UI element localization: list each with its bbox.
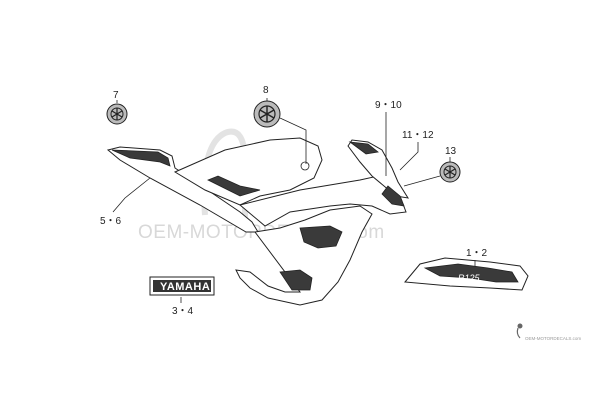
callout-1-2: 1・2 <box>466 248 488 259</box>
seat-cowl <box>106 146 259 233</box>
yamaha-label-decal: YAMAHA <box>149 276 215 296</box>
tank-dark-panel <box>207 175 261 197</box>
fairing-side-decal: R125 <box>404 257 529 291</box>
leader-13 <box>403 175 441 187</box>
windscreen-cowl <box>347 139 410 199</box>
callout-8: 8 <box>263 85 269 96</box>
side-fairing-lower <box>235 205 373 306</box>
tank-emblem-small <box>300 161 310 171</box>
watermark-logo-small <box>516 323 523 339</box>
emblem-7 <box>106 103 128 125</box>
windscreen-tip <box>348 141 379 155</box>
lower-fairing-decal-zone <box>299 225 343 249</box>
callout-13: 13 <box>445 146 457 157</box>
callout-9-10: 9・10 <box>375 100 402 111</box>
callout-7: 7 <box>113 90 119 101</box>
leader-lines <box>112 98 476 303</box>
callout-11-12: 11・12 <box>402 130 434 141</box>
watermark-small-text: OEM-MOTORDECALS.com <box>525 336 581 341</box>
callouts: 7 8 9・10 11・12 13 5・6 1・2 3・4 <box>100 85 488 317</box>
fuel-tank <box>173 137 323 206</box>
front-fairing <box>238 139 410 227</box>
headlight-area <box>381 185 405 207</box>
fairing-decal-model-text: R125 <box>458 273 481 283</box>
emblem-13 <box>439 161 461 183</box>
fairing-upper-outline <box>238 175 407 227</box>
emblem-8 <box>253 100 281 128</box>
yamaha-label-fill <box>153 280 211 292</box>
leader-5-6 <box>112 177 151 213</box>
callout-5-6: 5・6 <box>100 216 122 227</box>
fairing-decal-dark-band <box>423 263 519 283</box>
leader-11-12 <box>399 142 419 171</box>
yamaha-label-text: YAMAHA <box>160 281 210 293</box>
callout-3-4: 3・4 <box>172 306 194 317</box>
seat-cowl-dark-stripe <box>111 149 171 167</box>
tank-outline <box>173 137 323 206</box>
leader-8 <box>279 117 307 164</box>
lower-fairing-yamaha-badge <box>279 269 313 291</box>
